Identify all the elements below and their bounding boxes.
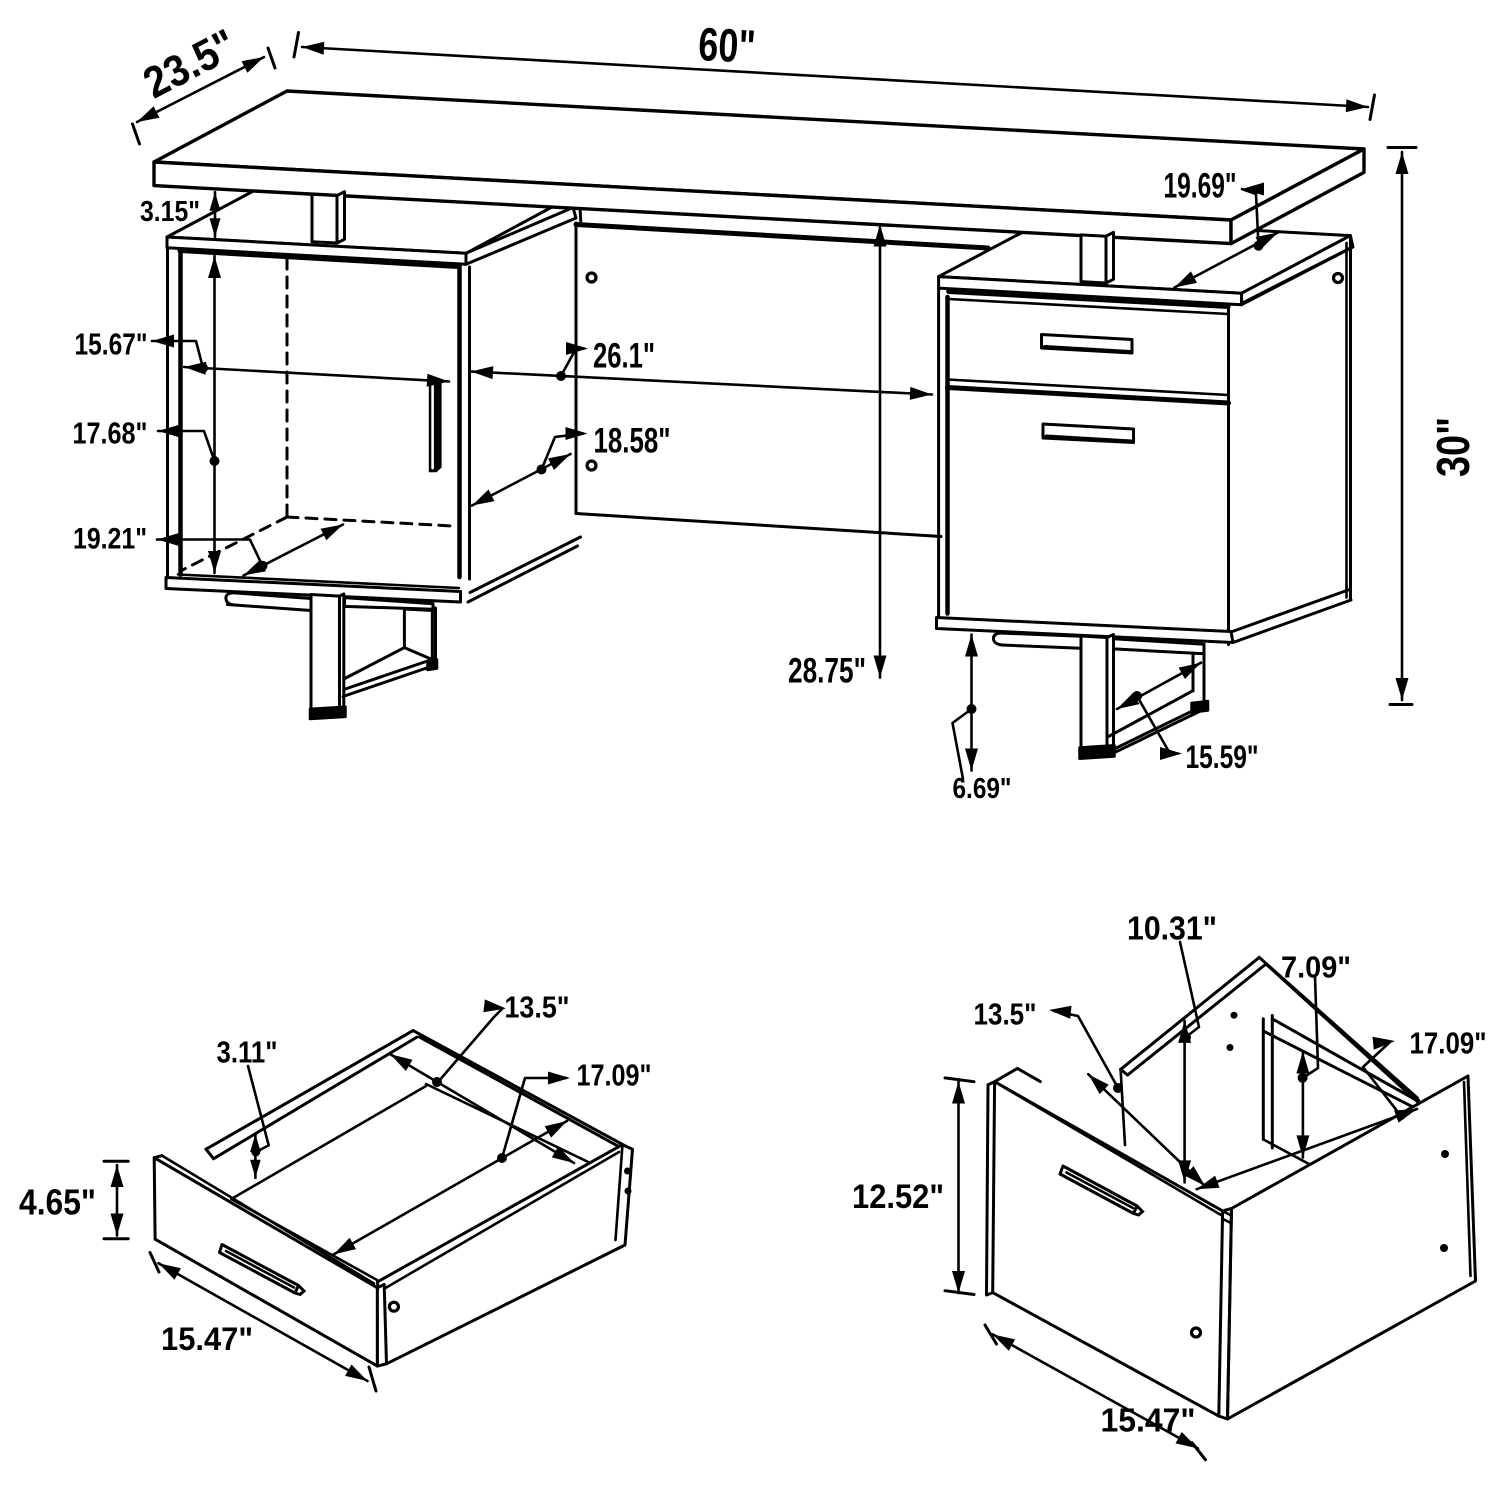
svg-text:15.47": 15.47" (161, 1321, 253, 1357)
svg-text:15.67": 15.67" (75, 327, 148, 362)
svg-text:30": 30" (1427, 417, 1479, 477)
svg-text:6.69": 6.69" (953, 773, 1012, 805)
svg-text:18.58": 18.58" (594, 422, 671, 461)
svg-text:19.21": 19.21" (73, 523, 147, 556)
svg-text:3.11": 3.11" (217, 1035, 278, 1070)
svg-text:15.59": 15.59" (1186, 739, 1259, 775)
svg-text:17.09": 17.09" (577, 1058, 652, 1093)
svg-text:17.09": 17.09" (1410, 1026, 1487, 1061)
svg-text:13.5": 13.5" (974, 997, 1037, 1032)
svg-text:10.31": 10.31" (1127, 910, 1217, 947)
svg-text:26.1": 26.1" (593, 337, 655, 376)
svg-text:3.15": 3.15" (140, 196, 200, 228)
svg-text:7.09": 7.09" (1281, 950, 1351, 985)
svg-text:13.5": 13.5" (505, 990, 570, 1025)
svg-text:28.75": 28.75" (788, 652, 866, 691)
svg-text:17.68": 17.68" (73, 416, 148, 451)
svg-text:60": 60" (697, 17, 757, 73)
svg-text:12.52": 12.52" (852, 1178, 944, 1216)
svg-text:15.47": 15.47" (1101, 1402, 1196, 1439)
svg-text:19.69": 19.69" (1164, 167, 1237, 206)
svg-text:4.65": 4.65" (19, 1182, 96, 1223)
